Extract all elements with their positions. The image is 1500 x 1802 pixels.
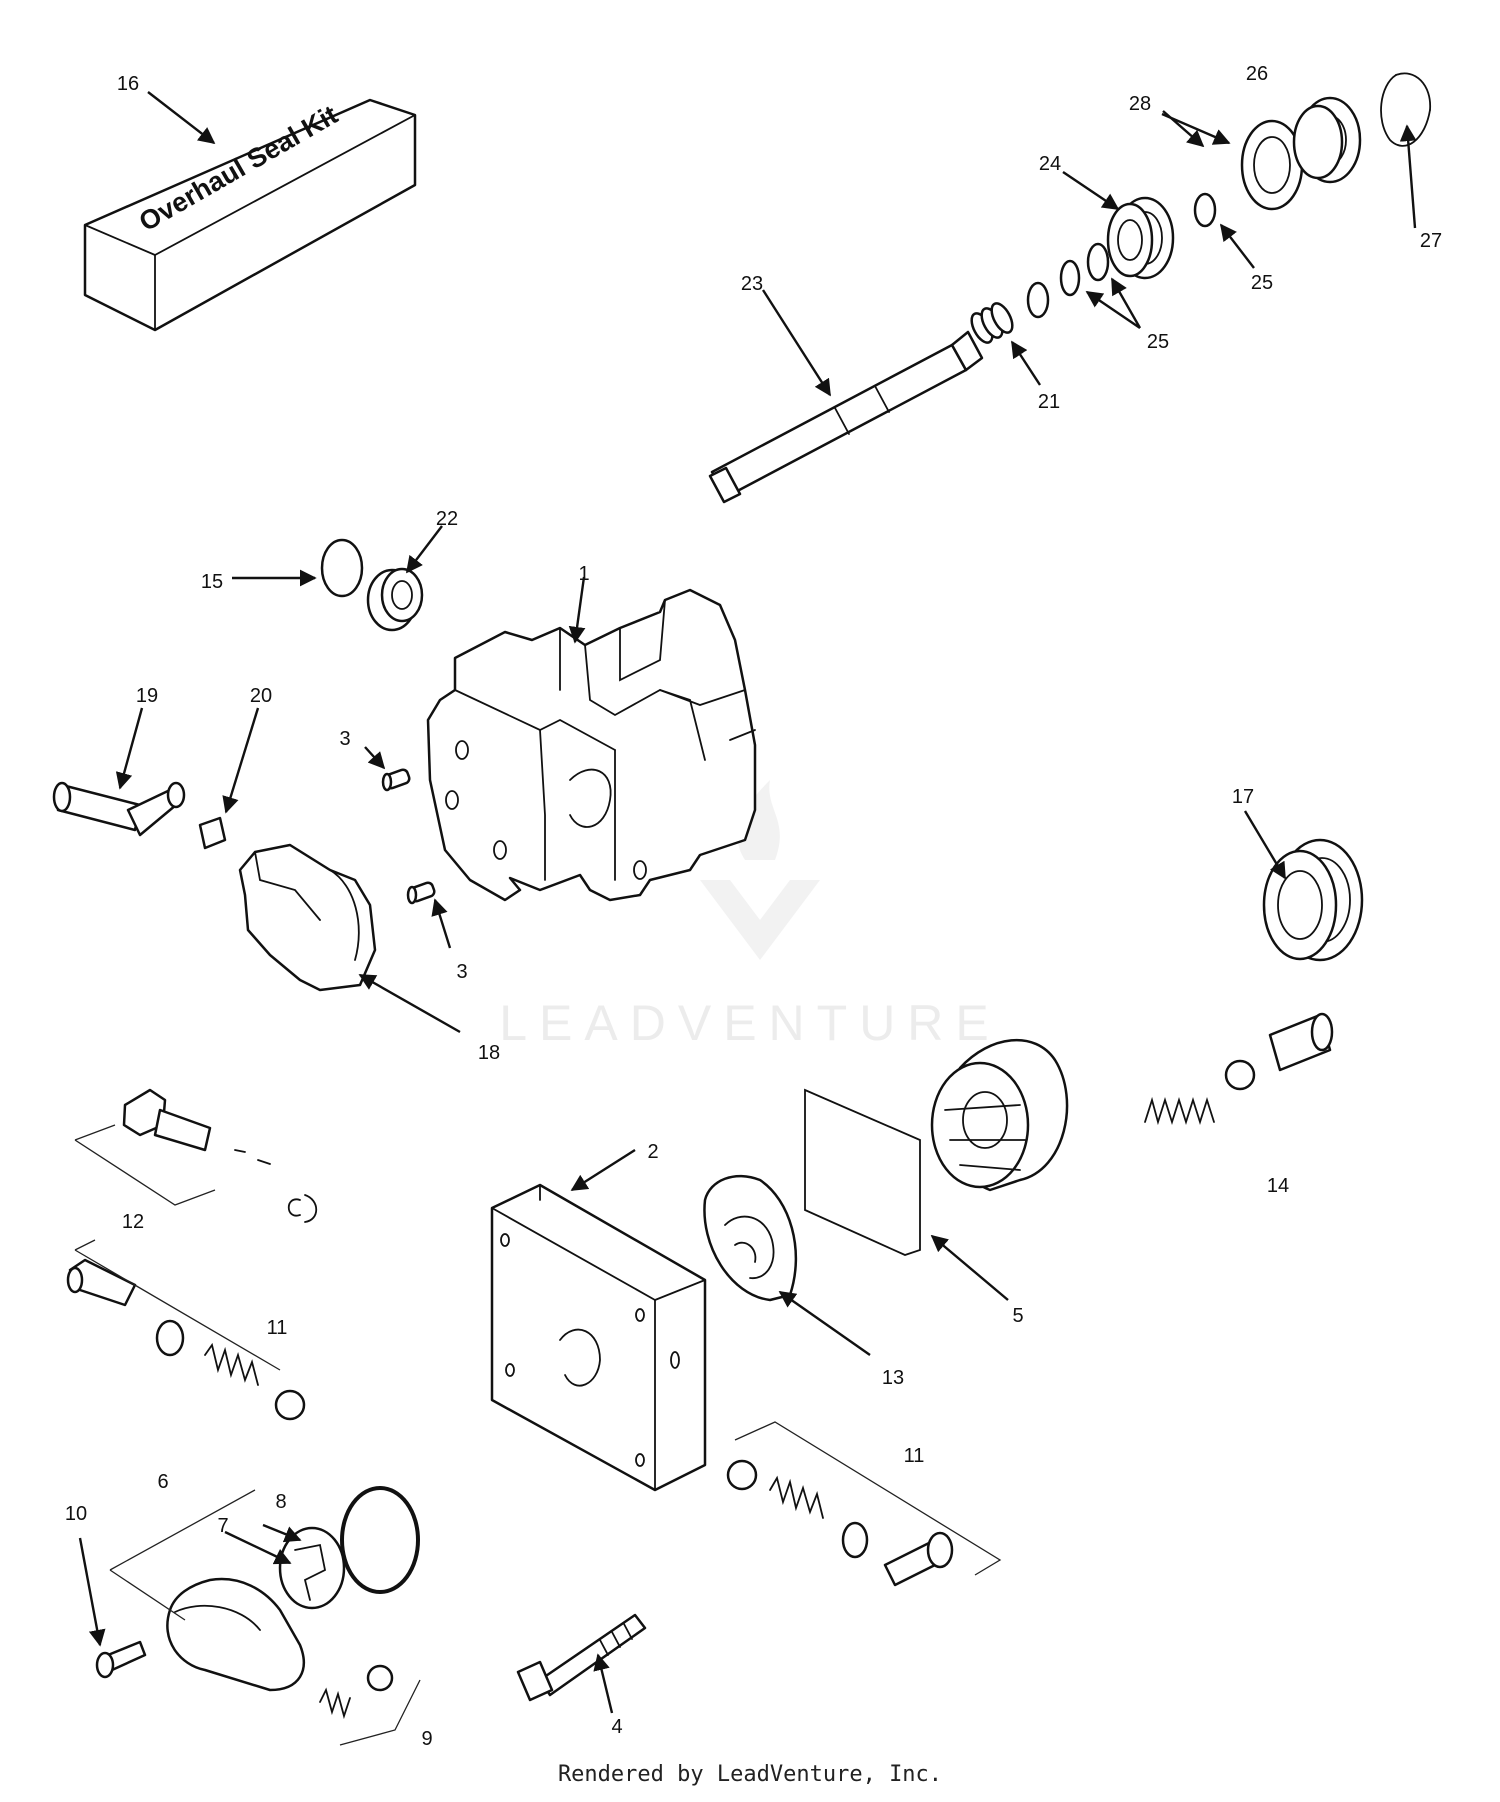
input-shaft	[708, 330, 984, 504]
footer-credit: Rendered by LeadVenture, Inc.	[557, 1762, 943, 1787]
shaft-spring	[970, 302, 1014, 344]
cylinder-barrel	[930, 1038, 1069, 1192]
callout-27: 27	[1420, 230, 1442, 252]
callout-10: 10	[65, 1503, 87, 1525]
callout-labels: 16 28 26 24 27 25 25 23 21 22 15 1 3 3 1…	[65, 63, 1442, 1750]
callout-16: 16	[117, 73, 139, 95]
roller-bearing	[1262, 838, 1364, 962]
check-valve-left	[66, 1239, 306, 1421]
swashplate-cam	[238, 843, 377, 992]
callout-13: 13	[882, 1367, 904, 1389]
charge-pump-gerotor	[278, 1526, 346, 1610]
ball-bearing	[1106, 196, 1175, 280]
dowel-pin-upper	[381, 768, 411, 792]
bracket-6	[109, 1489, 256, 1621]
leader-lines	[78, 91, 1417, 1714]
watermark-text: LEADVENTURE	[499, 995, 1001, 1051]
thrust-washer	[1240, 119, 1304, 211]
end-cap	[490, 1183, 707, 1492]
callout-15: 15	[201, 571, 223, 593]
callout-19: 19	[136, 685, 158, 707]
callout-21: 21	[1038, 391, 1060, 413]
callout-25-b: 25	[1147, 331, 1169, 353]
cover-bolt	[95, 1640, 147, 1679]
snap-ring	[1193, 192, 1217, 228]
snap-ring	[1026, 281, 1050, 319]
pump-housing	[426, 588, 757, 902]
callout-18: 18	[478, 1042, 500, 1064]
callout-3-upper: 3	[339, 728, 350, 750]
end-cap-bolt	[516, 1613, 647, 1702]
callout-7: 7	[217, 1515, 228, 1537]
check-valve-right	[726, 1421, 1002, 1587]
retaining-ring-15	[320, 538, 364, 598]
gasket	[804, 1088, 921, 1256]
shaft-seal	[1292, 96, 1362, 184]
callout-8: 8	[275, 1491, 286, 1513]
retaining-ring	[1380, 72, 1431, 147]
control-shaft	[52, 781, 186, 837]
callout-12: 12	[122, 1211, 144, 1233]
overhaul-seal-kit-box: Overhaul Seal Kit	[83, 98, 417, 332]
o-ring	[340, 1486, 420, 1594]
callout-22: 22	[436, 508, 458, 530]
callout-23: 23	[741, 273, 763, 295]
callout-24: 24	[1039, 153, 1061, 175]
watermark-logo	[700, 780, 820, 960]
callout-26: 26	[1246, 63, 1268, 85]
dowel-pin-lower	[406, 881, 436, 905]
shaft-seal-22	[366, 567, 424, 632]
shaft-key	[198, 816, 227, 850]
callout-25-a: 25	[1251, 272, 1273, 294]
piston-spring	[1144, 1096, 1215, 1126]
callout-14: 14	[1267, 1175, 1289, 1197]
callout-3-lower: 3	[456, 961, 467, 983]
charge-pump-cover	[166, 1577, 305, 1692]
callout-11-right: 11	[904, 1445, 925, 1467]
callout-5: 5	[1012, 1305, 1023, 1327]
callout-11-left: 11	[267, 1317, 288, 1339]
callout-20: 20	[250, 685, 272, 707]
snap-ring	[1086, 242, 1110, 282]
callout-4: 4	[611, 1716, 622, 1738]
callout-6: 6	[157, 1471, 168, 1493]
callout-17: 17	[1232, 786, 1254, 808]
bypass-valve-assembly	[74, 1088, 318, 1223]
piston	[1268, 1012, 1334, 1072]
callout-28: 28	[1129, 93, 1151, 115]
callout-9: 9	[421, 1728, 432, 1750]
piston-ball	[1224, 1059, 1256, 1091]
charge-relief-spring	[319, 1664, 421, 1746]
snap-ring	[1059, 259, 1081, 297]
valve-plate	[703, 1174, 798, 1302]
callout-2: 2	[647, 1141, 658, 1163]
callout-1: 1	[578, 563, 589, 585]
